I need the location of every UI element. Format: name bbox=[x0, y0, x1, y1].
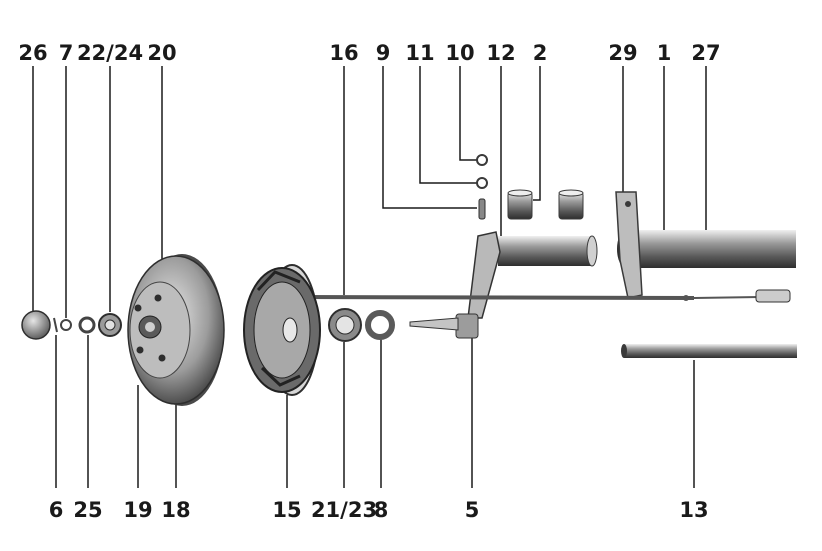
leader-lines bbox=[32, 66, 707, 488]
trailing-arm-sleeve bbox=[498, 235, 598, 267]
part-label: 8 bbox=[374, 498, 389, 522]
part-label: 7 bbox=[59, 41, 74, 65]
axle-tube bbox=[617, 230, 796, 268]
small-hardware bbox=[476, 154, 488, 220]
bottom-labels: 6 25 19 18 15 21/23 8 5 13 bbox=[49, 498, 709, 522]
bushings bbox=[507, 189, 584, 220]
part-label: 6 bbox=[49, 498, 64, 522]
mounting-bracket bbox=[615, 191, 643, 299]
part-label: 26 bbox=[18, 41, 47, 65]
backing-plate bbox=[243, 264, 321, 396]
part-label: 2 bbox=[533, 41, 548, 65]
part-label: 25 bbox=[73, 498, 102, 522]
thrust-washer bbox=[78, 316, 96, 334]
part-label: 9 bbox=[376, 41, 391, 65]
part-label: 22/24 bbox=[77, 41, 143, 65]
grease-cap bbox=[21, 310, 51, 340]
part-label: 12 bbox=[486, 41, 515, 65]
brake-cable bbox=[299, 289, 791, 303]
bearing bbox=[328, 308, 362, 342]
part-label: 10 bbox=[445, 41, 474, 65]
part-label: 27 bbox=[691, 41, 720, 65]
top-labels: 26 7 22/24 20 16 9 11 10 12 2 29 1 27 bbox=[18, 41, 720, 65]
part-label: 15 bbox=[272, 498, 301, 522]
part-label: 1 bbox=[657, 41, 672, 65]
part-label: 18 bbox=[161, 498, 190, 522]
rod bbox=[621, 344, 797, 358]
part-label: 29 bbox=[608, 41, 637, 65]
washer bbox=[365, 310, 395, 340]
cotter-pin bbox=[60, 319, 72, 331]
part-label: 21/23 bbox=[311, 498, 377, 522]
part-label: 20 bbox=[147, 41, 176, 65]
hub-nut bbox=[98, 313, 122, 337]
part-label: 11 bbox=[405, 41, 434, 65]
lock-pin bbox=[53, 317, 58, 333]
part-label: 5 bbox=[465, 498, 480, 522]
part-label: 19 bbox=[123, 498, 152, 522]
trailing-arm bbox=[409, 231, 501, 339]
brake-drum bbox=[127, 254, 225, 406]
part-label: 16 bbox=[329, 41, 358, 65]
part-label: 13 bbox=[679, 498, 708, 522]
